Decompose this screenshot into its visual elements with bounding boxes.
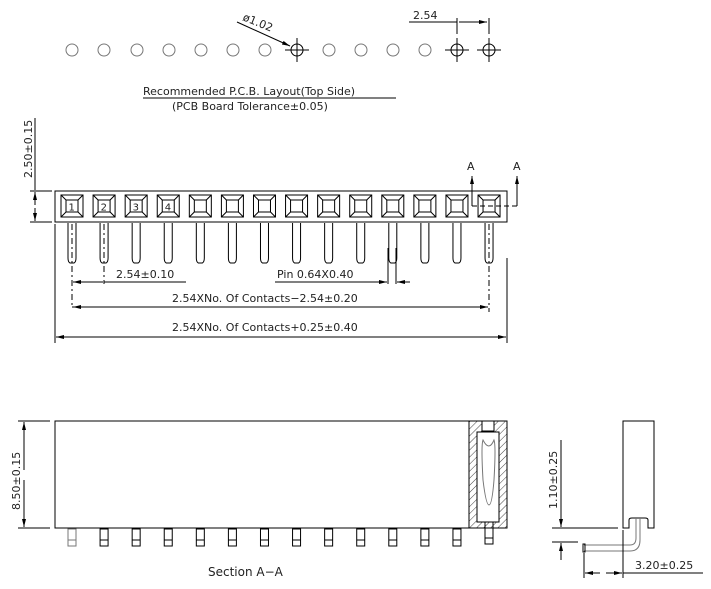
contact-number: 4 [165, 203, 171, 214]
pin [292, 223, 302, 264]
pin [356, 223, 366, 264]
pin-size-label: Pin 0.64X0.40 [277, 268, 353, 281]
pcb-layout: ø1.02 2.54 Recommended P.C.B. Layout(Top… [65, 9, 501, 113]
contact-cell [92, 194, 116, 218]
pcb-layout-title: Recommended P.C.B. Layout(Top Side) [143, 85, 355, 98]
pin-offset-label: 3.20±0.25 [635, 559, 693, 572]
section-caption: Section A−A [208, 565, 284, 579]
pin [420, 223, 430, 264]
contact-cell [445, 194, 469, 218]
pin [420, 528, 430, 547]
contact-cell [349, 194, 373, 218]
contact-number: 3 [133, 203, 139, 214]
pin [67, 528, 77, 547]
pin [259, 528, 269, 547]
pin [356, 528, 366, 547]
pcb-holes [65, 38, 501, 62]
pin [163, 223, 173, 264]
side-view: 1.10±0.25 3.20±0.25 [547, 420, 703, 578]
contact-cell [381, 194, 405, 218]
pin [163, 528, 173, 547]
outer-span-label: 2.54XNo. Of Contacts+0.25±0.40 [172, 321, 358, 334]
contact-number: 2 [101, 203, 107, 214]
pin [452, 528, 462, 547]
standoff-label: 1.10±0.25 [547, 451, 560, 509]
contact-cell [252, 194, 276, 218]
section-marker-right: A [513, 160, 521, 173]
contact-cell [317, 194, 341, 218]
contact-cell [220, 194, 244, 218]
pin [259, 223, 269, 264]
pin [227, 528, 237, 547]
contact-cell [156, 194, 180, 218]
pin [388, 528, 398, 547]
top-view: 1 2 3 4 2.50±0.15 A A 2.54±0.10 Pin 0.64X0.… [22, 118, 521, 343]
contact-cell [60, 194, 84, 218]
pin [324, 528, 334, 547]
section-marker-left: A [467, 160, 475, 173]
front-view: 8.50±0.15 Section A−A [10, 420, 508, 579]
pin [131, 223, 141, 264]
pin [195, 223, 205, 264]
pitch-label: 2.54±0.10 [116, 268, 174, 281]
contact-cell [188, 194, 212, 218]
pin [452, 223, 462, 264]
pin [388, 223, 398, 264]
contact-number: 1 [69, 203, 75, 214]
inner-span-label: 2.54XNo. Of Contacts−2.54±0.20 [172, 292, 358, 305]
front-pins [67, 528, 462, 547]
contact-cell [285, 194, 309, 218]
pin [99, 528, 109, 547]
contact-cell [413, 194, 437, 218]
pcb-layout-subtitle: (PCB Board Tolerance±0.05) [172, 100, 328, 113]
pin [131, 528, 141, 547]
pin [227, 223, 237, 264]
pin [324, 223, 334, 264]
top-pins [67, 223, 494, 264]
contact-cells: 1 2 3 4 [60, 194, 501, 218]
pin [195, 528, 205, 547]
top-height-label: 2.50±0.15 [22, 120, 35, 178]
front-height-label: 8.50±0.15 [10, 452, 23, 510]
pcb-pitch-label: 2.54 [413, 9, 438, 22]
contact-cell [124, 194, 148, 218]
pin [292, 528, 302, 547]
